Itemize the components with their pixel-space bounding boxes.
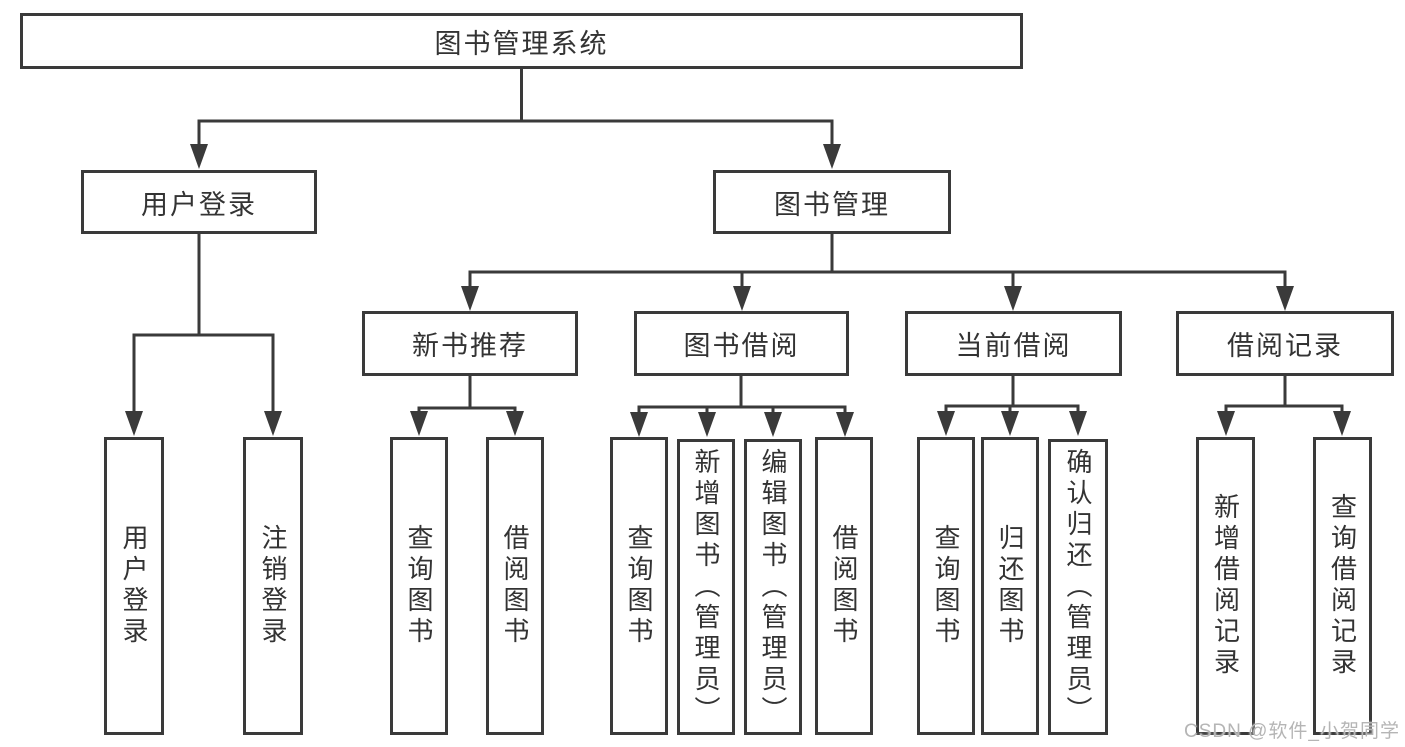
leaf-query-borrow-record: 查询借阅记录 bbox=[1313, 437, 1372, 735]
leaf-user-login: 用户登录 bbox=[104, 437, 164, 735]
leaf-borrow-books: 借阅图书 bbox=[815, 437, 873, 735]
leaf-borrow-books-recommend: 借阅图书 bbox=[486, 437, 544, 735]
leaf-label: 确认归还（管理员） bbox=[1063, 447, 1093, 727]
node-book-management: 图书管理 bbox=[713, 170, 951, 234]
connector-root bbox=[197, 67, 834, 154]
leaf-query-books-borrow: 查询图书 bbox=[610, 437, 668, 735]
node-book-borrow: 图书借阅 bbox=[634, 311, 849, 376]
leaf-label: 归还图书 bbox=[995, 524, 1025, 648]
leaf-confirm-return-admin: 确认归还（管理员） bbox=[1048, 439, 1108, 735]
leaf-label: 注销登录 bbox=[258, 524, 288, 648]
leaf-label: 查询借阅记录 bbox=[1327, 493, 1358, 679]
leaf-logout: 注销登录 bbox=[243, 437, 303, 735]
node-current-borrow: 当前借阅 bbox=[905, 311, 1122, 376]
leaf-label: 借阅图书 bbox=[500, 524, 530, 648]
leaf-query-books-current: 查询图书 bbox=[917, 437, 975, 735]
leaf-label: 新增借阅记录 bbox=[1210, 493, 1241, 679]
leaf-label: 查询图书 bbox=[931, 524, 961, 648]
arrowheads-root bbox=[190, 144, 841, 169]
arrowheads-current-borrow bbox=[937, 411, 1087, 436]
connector-book-management bbox=[468, 232, 1287, 296]
arrowheads-new-book-recommend bbox=[410, 411, 524, 436]
csdn-watermark: CSDN @软件_小贺同学 bbox=[1184, 721, 1400, 742]
connector-borrow-records bbox=[1224, 374, 1344, 422]
leaf-return-book: 归还图书 bbox=[981, 437, 1039, 735]
node-new-book-recommend: 新书推荐 bbox=[362, 311, 578, 376]
arrowheads-user-login bbox=[125, 411, 282, 436]
leaf-label: 用户登录 bbox=[119, 524, 149, 648]
node-borrow-records: 借阅记录 bbox=[1176, 311, 1394, 376]
leaf-label: 新增图书（管理员） bbox=[691, 447, 721, 727]
arrowheads-book-management bbox=[461, 286, 1294, 311]
arrowheads-book-borrow bbox=[630, 412, 854, 437]
connector-new-book-recommend bbox=[417, 374, 517, 422]
leaf-label: 编辑图书（管理员） bbox=[758, 447, 788, 727]
leaf-edit-book-admin: 编辑图书（管理员） bbox=[744, 439, 802, 735]
leaf-query-books-recommend: 查询图书 bbox=[390, 437, 448, 735]
connector-current-borrow bbox=[944, 374, 1080, 422]
root-node-box: 图书管理系统 bbox=[20, 13, 1023, 69]
connector-user-login bbox=[132, 232, 275, 421]
leaf-add-borrow-record: 新增借阅记录 bbox=[1196, 437, 1255, 735]
leaf-add-book-admin: 新增图书（管理员） bbox=[677, 439, 735, 735]
leaf-label: 查询图书 bbox=[404, 524, 434, 648]
leaf-label: 借阅图书 bbox=[829, 524, 859, 648]
connector-book-borrow bbox=[637, 374, 847, 422]
leaf-label: 查询图书 bbox=[624, 524, 654, 648]
node-user-login: 用户登录 bbox=[81, 170, 317, 234]
arrowheads-borrow-records bbox=[1217, 411, 1351, 436]
